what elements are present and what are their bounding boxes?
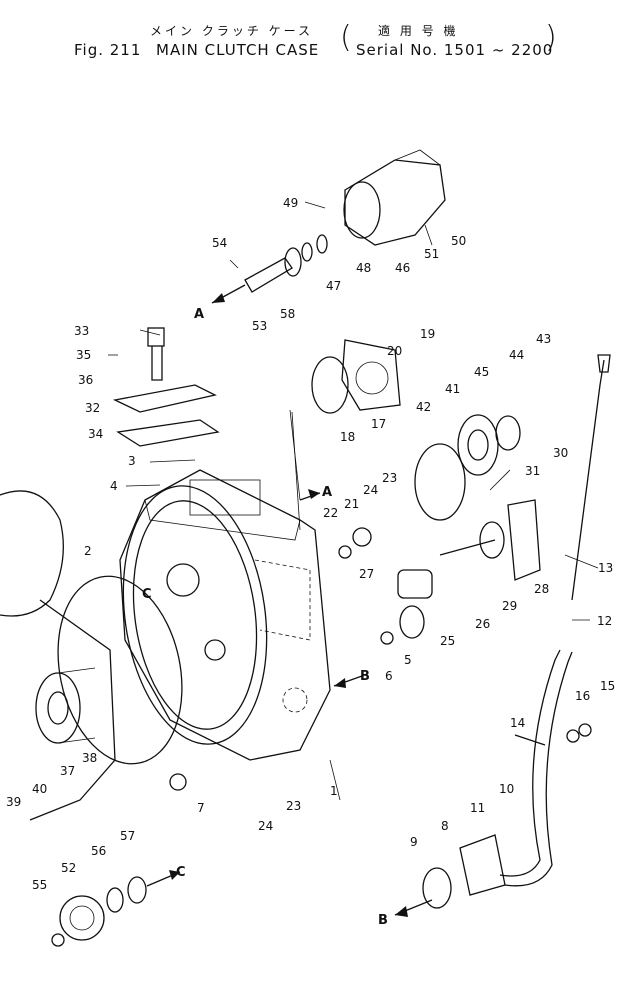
callout-45: 45 [474,365,489,379]
ref-mark-c-bottom: C [176,865,186,880]
callout-20: 20 [387,344,402,358]
callout-47: 47 [326,279,341,293]
callout-42: 42 [416,400,431,414]
callout-24-b: 24 [258,819,273,833]
reference-arrow-c-bottom: C [146,865,186,887]
callout-54: 54 [212,236,227,250]
figure-header: メイン クラッチ ケース 適 用 号 機 ( ) Fig. 211 MAIN C… [0,0,620,70]
callout-35: 35 [76,348,91,362]
callout-31: 31 [525,464,540,478]
callout-5: 5 [404,653,412,667]
callout-37: 37 [60,764,75,778]
callout-19: 19 [420,327,435,341]
callout-4: 4 [110,479,118,493]
callout-53: 53 [252,319,267,333]
callout-39: 39 [6,795,21,809]
callout-38: 38 [82,751,97,765]
callout-25: 25 [440,634,455,648]
callout-28: 28 [534,582,549,596]
ref-mark-c-case: C [142,587,152,602]
figure-number: Fig. 211 [74,41,142,59]
callout-26: 26 [475,617,490,631]
side-cover-17 [311,339,401,414]
callout-6: 6 [385,669,393,683]
japanese-title: メイン クラッチ ケース [150,24,314,38]
pump-drive-shaft [244,234,328,293]
callout-1: 1 [330,784,338,798]
leader-lines [108,201,599,801]
callout-12: 12 [597,614,612,628]
callout-52: 52 [61,861,76,875]
ref-mark-a-top: A [194,307,204,322]
coupling-flange [35,667,96,744]
close-paren: ) [545,20,558,55]
callout-34: 34 [88,427,103,441]
oil-pipe [422,649,573,909]
bearing-cover [414,414,521,521]
callout-7: 7 [197,801,205,815]
figure-title: MAIN CLUTCH CASE [156,41,320,59]
o-ring-2 [57,575,183,765]
callout-9: 9 [410,835,418,849]
callout-46: 46 [395,261,410,275]
callout-22: 22 [323,506,338,520]
reference-arrow-b-bottom: B [378,899,433,928]
serial-range: Serial No. 1501 ~ 2200 [356,41,554,59]
callout-40: 40 [32,782,47,796]
callout-2: 2 [84,544,92,558]
callout-24-a: 24 [363,483,378,497]
reference-arrow-a-mid: A [299,485,332,501]
callout-29: 29 [502,599,517,613]
callout-43: 43 [536,332,551,346]
callout-18: 18 [340,430,355,444]
callout-numbers: 1 2 3 4 5 6 7 8 9 10 11 12 13 14 15 16 1… [6,196,615,892]
callout-32: 32 [85,401,100,415]
top-cover-assembly [112,327,220,447]
callout-50: 50 [451,234,466,248]
japanese-serial-label: 適 用 号 機 [378,24,459,38]
callout-10: 10 [499,782,514,796]
callout-11: 11 [470,801,485,815]
callout-15: 15 [600,679,615,693]
sprocket [51,876,147,947]
callout-33: 33 [74,324,89,338]
o-ring-18 [311,356,349,414]
callout-17: 17 [371,417,386,431]
callout-44: 44 [509,348,524,362]
dipstick [571,359,605,601]
callout-3: 3 [128,454,136,468]
reference-arrow-b-mid: B [333,669,370,688]
callout-21: 21 [344,497,359,511]
callout-8: 8 [441,819,449,833]
callout-13: 13 [598,561,613,575]
open-paren: ( [340,20,353,55]
callout-57: 57 [120,829,135,843]
callout-16: 16 [575,689,590,703]
callout-55: 55 [32,878,47,892]
main-clutch-case-drawing [119,469,331,761]
o-ring-9 [422,867,452,909]
callout-49: 49 [283,196,298,210]
callout-23-b: 23 [286,799,301,813]
callout-56: 56 [91,844,106,858]
callout-27: 27 [359,567,374,581]
callout-30: 30 [553,446,568,460]
callout-23-a: 23 [382,471,397,485]
hydraulic-pump [343,149,446,246]
ref-mark-b-bottom: B [378,913,388,928]
callout-41: 41 [445,382,460,396]
callout-48: 48 [356,261,371,275]
callout-51: 51 [424,247,439,261]
callout-36: 36 [78,373,93,387]
ref-mark-b-mid: B [360,669,370,684]
ref-mark-a-mid: A [322,485,332,500]
callout-14: 14 [510,716,525,730]
callout-58: 58 [280,307,295,321]
reference-arrow-a-top: A [194,284,246,322]
small-parts [169,499,592,791]
